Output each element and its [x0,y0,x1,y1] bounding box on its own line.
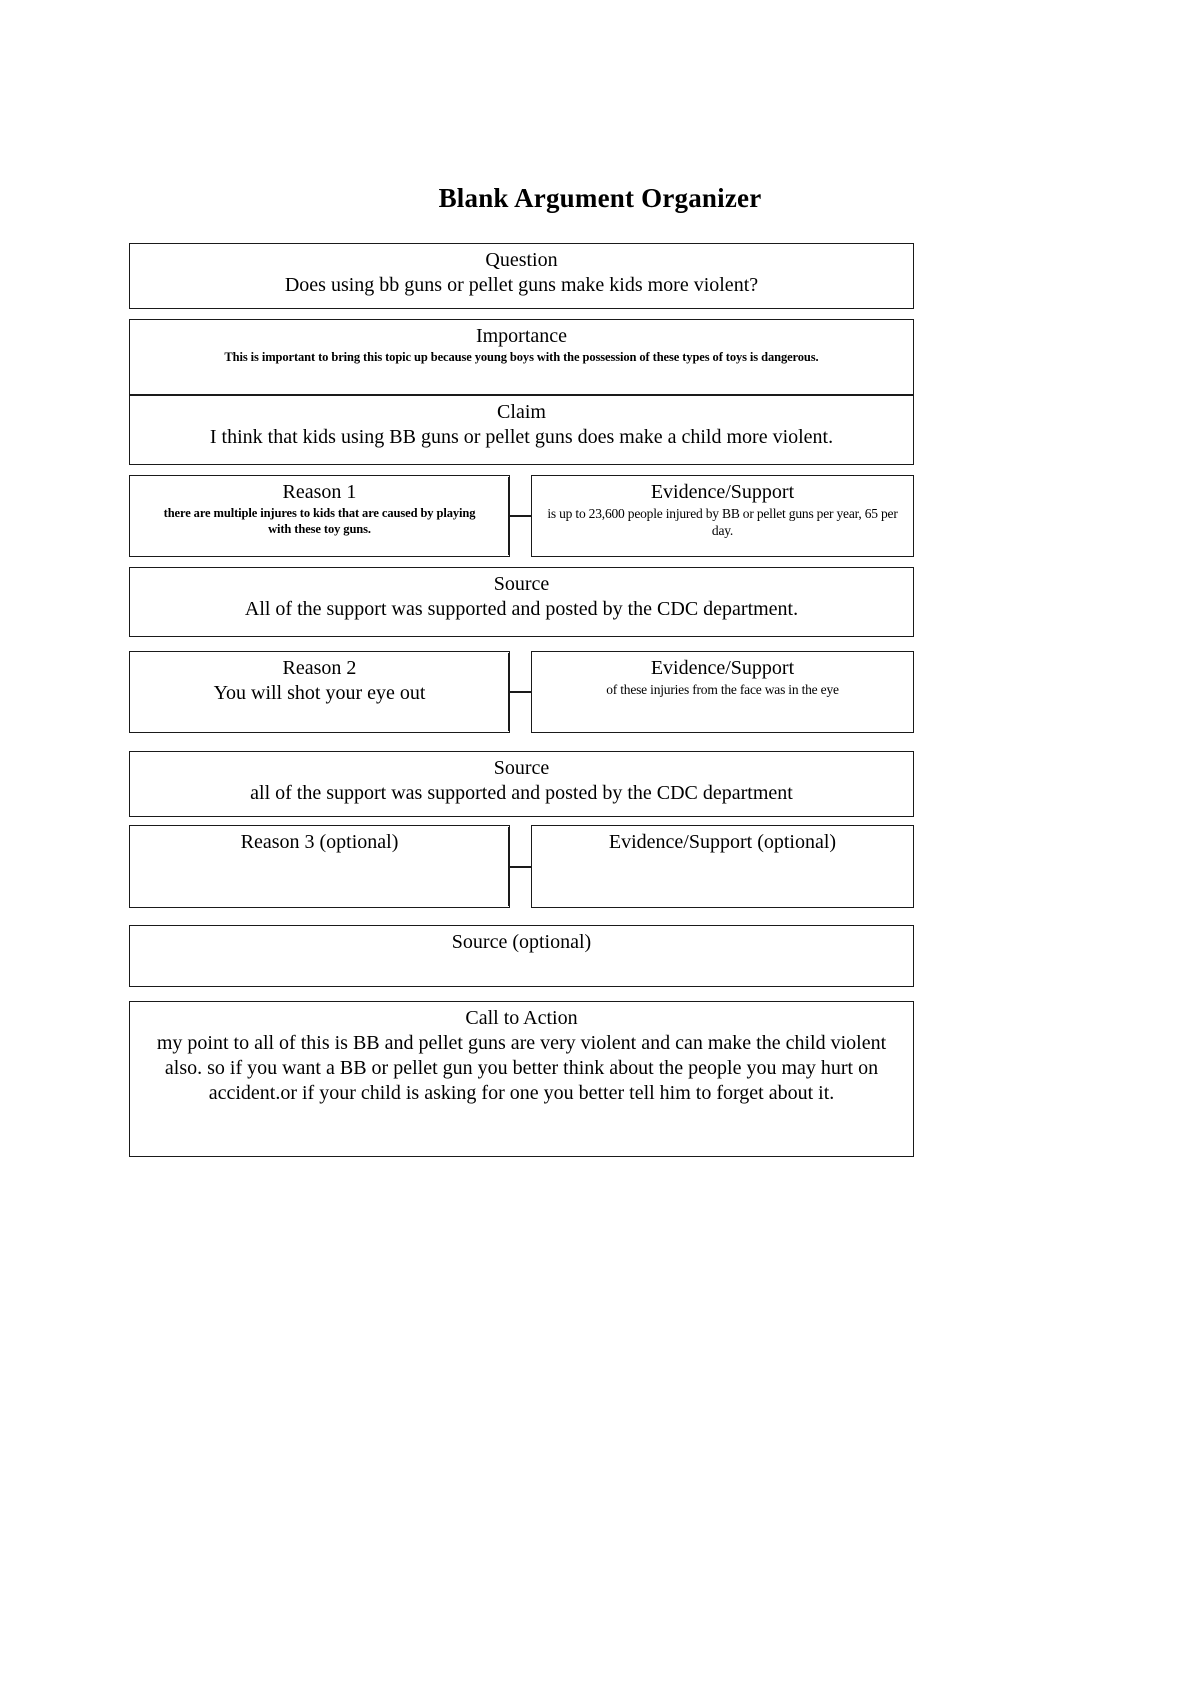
evidence-3-box[interactable]: Evidence/Support (optional) [531,825,914,908]
evidence-2-header: Evidence/Support [650,657,795,679]
source-3-header: Source (optional) [451,931,592,953]
evidence-2-body[interactable]: of these injuries from the face was in t… [606,682,839,697]
importance-header: Importance [475,325,568,347]
claim-box[interactable]: Claim I think that kids using BB guns or… [129,395,914,465]
call-to-action-body[interactable]: my point to all of this is BB and pellet… [156,1032,887,1104]
source-2-box[interactable]: Source all of the support was supported … [129,751,914,817]
reason-1-box[interactable]: Reason 1 there are multiple injures to k… [129,475,510,557]
source-2-header: Source [493,757,550,779]
importance-box[interactable]: Importance This is important to bring th… [129,319,914,395]
reason-2-header: Reason 2 [282,657,357,679]
reason-1-evidence-connector [508,477,532,555]
call-to-action-box[interactable]: Call to Action my point to all of this i… [129,1001,914,1157]
reason-3-evidence-connector [508,827,532,906]
claim-header: Claim [497,401,546,423]
question-box[interactable]: Question Does using bb guns or pellet gu… [129,243,914,309]
source-2-body[interactable]: all of the support was supported and pos… [250,782,793,804]
evidence-2-box[interactable]: Evidence/Support of these injuries from … [531,651,914,733]
call-to-action-header: Call to Action [465,1007,578,1029]
reason-3-header: Reason 3 (optional) [240,831,399,853]
reason-1-body-line-1[interactable]: there are multiple injures to kids that … [163,506,476,520]
reason-2-evidence-connector [508,653,532,731]
question-body[interactable]: Does using bb guns or pellet guns make k… [284,274,759,296]
question-header: Question [485,249,558,271]
evidence-1-body[interactable]: is up to 23,600 people injured by BB or … [547,506,898,538]
evidence-3-header: Evidence/Support (optional) [608,831,837,853]
reason-3-box[interactable]: Reason 3 (optional) [129,825,510,908]
evidence-1-header: Evidence/Support [650,481,795,503]
evidence-1-box[interactable]: Evidence/Support is up to 23,600 people … [531,475,914,557]
reason-1-header: Reason 1 [282,481,357,503]
source-1-header: Source [493,573,550,595]
page-title: Blank Argument Organizer [438,183,762,213]
importance-body[interactable]: This is important to bring this topic up… [224,350,819,364]
source-3-box[interactable]: Source (optional) [129,925,914,987]
source-1-box[interactable]: Source All of the support was supported … [129,567,914,637]
claim-body[interactable]: I think that kids using BB guns or pelle… [209,426,834,448]
reason-1-body-line-2[interactable]: with these toy guns. [268,522,371,536]
reason-2-body[interactable]: You will shot your eye out [213,682,426,704]
source-1-body[interactable]: All of the support was supported and pos… [244,598,799,620]
reason-2-box[interactable]: Reason 2 You will shot your eye out [129,651,510,733]
